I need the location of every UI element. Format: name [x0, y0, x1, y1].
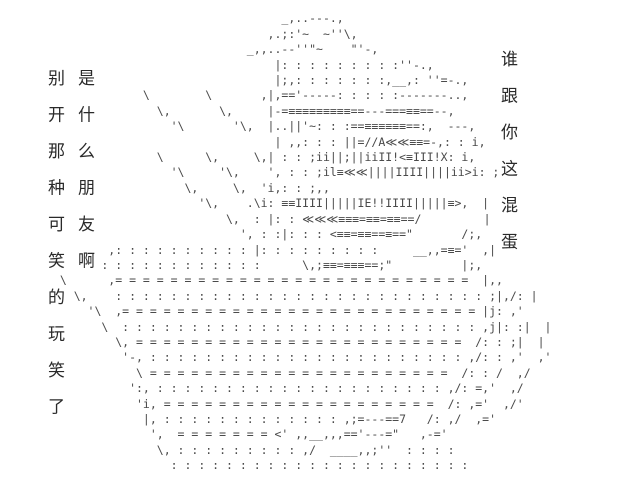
ascii-art-figure: _,..---., ,.;:'~ ~''\, _,,..--''"~ "'-, …	[59, 11, 552, 473]
caption-left-outer: 别开那种可笑的玩笑了	[44, 69, 64, 434]
caption-left-inner: 是什么朋友啊	[74, 69, 94, 288]
caption-right: 谁跟你这混蛋	[497, 50, 517, 269]
